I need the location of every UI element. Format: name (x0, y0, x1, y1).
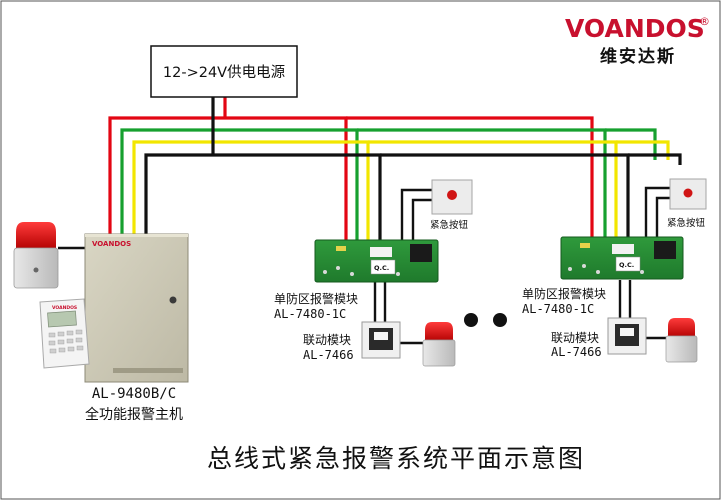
wire-yellow (132, 140, 370, 290)
zone1-qc-label: Q.C. (374, 264, 389, 272)
zone2-qc-label: Q.C. (619, 261, 634, 269)
wire-black-extend (628, 153, 682, 165)
zone2-module-model: AL-7480-1C (522, 302, 594, 316)
siren-left-lamp (16, 222, 56, 250)
brand-chinese-name: 维安达斯 (600, 46, 676, 67)
zone2-alarm-module: Q.C. (560, 236, 684, 280)
wire-zone1-button-b (411, 198, 432, 243)
wire-zone2-button-a (644, 186, 670, 243)
siren-left-screw (33, 267, 39, 273)
wire-green-right (357, 128, 607, 240)
zone2-pcb-chip (612, 244, 634, 254)
zone1-qc-sticker (370, 259, 396, 275)
zone1-alarm-module: Q.C. (314, 239, 439, 283)
zone2-pcb-relay (654, 241, 676, 259)
control-panel-model: AL-9480B/C (92, 386, 176, 402)
wire-yellow-extend (616, 140, 670, 160)
zone2-module-name: 单防区报警模块 (522, 286, 606, 301)
siren-left (13, 222, 85, 289)
keypad-lcd (47, 310, 77, 328)
control-panel-lock-icon (169, 296, 177, 304)
zone-1: 紧急按钮 Q.C. 单防区报警模块 AL-7480-1C 联动模块 AL-746… (274, 179, 473, 367)
bus-wiring (108, 97, 682, 290)
wire-red (108, 116, 348, 290)
alarm-keypad: VOANDOS (39, 298, 90, 369)
power-supply: 12->24V供电电源 (150, 45, 298, 98)
keypad-logo: VOANDOS (52, 305, 77, 311)
zone1-relay-name: 联动模块 (303, 333, 351, 347)
zone1-pcb-chip (370, 247, 392, 257)
brand-name: VOANDOS (565, 14, 705, 43)
zone2-siren-lamp (668, 318, 695, 338)
zone2-emergency-button: 紧急按钮 (667, 178, 707, 229)
control-panel-sticker (113, 368, 183, 373)
continuation-dot-2 (493, 313, 507, 327)
zone1-module-model: AL-7480-1C (274, 307, 346, 321)
control-panel-top-edge (85, 234, 188, 237)
wire-green (120, 128, 359, 290)
zone1-siren-base (422, 339, 456, 367)
control-panel-logo: VOANDOS (92, 240, 131, 248)
wire-black (144, 153, 382, 290)
alarm-control-panel: VOANDOS (84, 233, 189, 383)
zone1-button-knob (447, 190, 457, 200)
brand-logo: VOANDOS ® 维安达斯 (565, 14, 710, 67)
wire-zone1-button-a (400, 188, 432, 243)
zone1-button-label: 紧急按钮 (430, 219, 469, 231)
power-supply-label: 12->24V供电电源 (163, 64, 286, 81)
wire-green-extend (605, 128, 657, 160)
zone1-siren-lamp (425, 322, 453, 342)
zone1-relay-model: AL-7466 (303, 348, 354, 362)
zone-2: 紧急按钮 Q.C. 单防区报警模块 AL-7480-1C 联动模块 AL-746… (522, 178, 707, 363)
zone2-siren (665, 318, 698, 363)
control-panel-name: 全功能报警主机 (85, 406, 183, 423)
wire-red-right (346, 116, 594, 240)
control-panel-cabinet (84, 233, 189, 383)
zone1-pcb-relay (410, 244, 432, 262)
wire-zone2-button-b (655, 196, 670, 243)
zone1-relay-module (361, 321, 401, 359)
brand-registered-mark: ® (699, 15, 710, 28)
zone2-siren-base (665, 335, 698, 363)
zone1-siren (422, 322, 456, 367)
zone2-button-label: 紧急按钮 (667, 217, 706, 229)
zone2-relay-name: 联动模块 (551, 331, 599, 345)
diagram-title: 总线式紧急报警系统平面示意图 (207, 444, 585, 473)
zone1-module-name: 单防区报警模块 (274, 291, 358, 306)
continuation-dot-1 (464, 313, 478, 327)
zone2-button-knob (683, 188, 693, 198)
zone2-relay-module (607, 317, 647, 355)
power-supply-box (150, 45, 298, 98)
zone2-qc-sticker (615, 256, 641, 272)
zone1-emergency-button: 紧急按钮 (430, 179, 473, 231)
keypad-buttons (48, 329, 84, 354)
zone2-relay-model: AL-7466 (551, 345, 602, 359)
module-connections (373, 186, 670, 345)
